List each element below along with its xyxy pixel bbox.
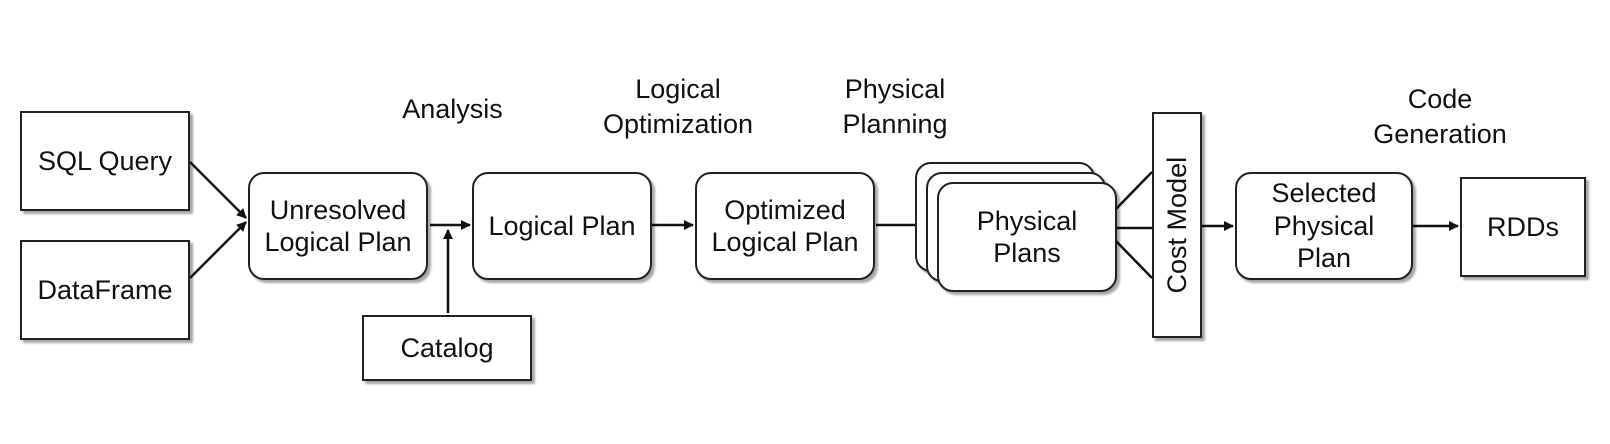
rdds-node: RDDs xyxy=(1460,177,1586,277)
catalog-node: Catalog xyxy=(362,315,532,381)
arrow-dataframe-to-unresolved xyxy=(189,221,247,279)
cost-model-label: Cost Model xyxy=(1161,156,1192,294)
unresolved-logical-plan-node: Unresolved Logical Plan xyxy=(248,172,428,280)
line-physical-to-cost-bottom xyxy=(1114,239,1153,279)
optimized-logical-plan-node: Optimized Logical Plan xyxy=(695,172,875,280)
stage-label-analysis: Analysis xyxy=(402,94,503,124)
stage-label-physical-planning: Physical Planning xyxy=(842,74,948,139)
selected-physical-plan-node: Selected Physical Plan xyxy=(1235,172,1413,280)
cost-model-node: Cost Model xyxy=(1152,112,1202,338)
sql-query-node: SQL Query xyxy=(20,111,190,211)
line-physical-to-cost-top xyxy=(1114,171,1153,211)
physical-plans-node: Physical Plans xyxy=(937,182,1117,292)
stage-label-code-generation: Code Generation xyxy=(1373,84,1507,149)
stage-label-logical-optimization: Logical Optimization xyxy=(602,74,754,139)
dataframe-node: DataFrame xyxy=(20,240,190,340)
arrow-sql-to-unresolved xyxy=(189,161,247,219)
logical-plan-node: Logical Plan xyxy=(472,172,652,280)
